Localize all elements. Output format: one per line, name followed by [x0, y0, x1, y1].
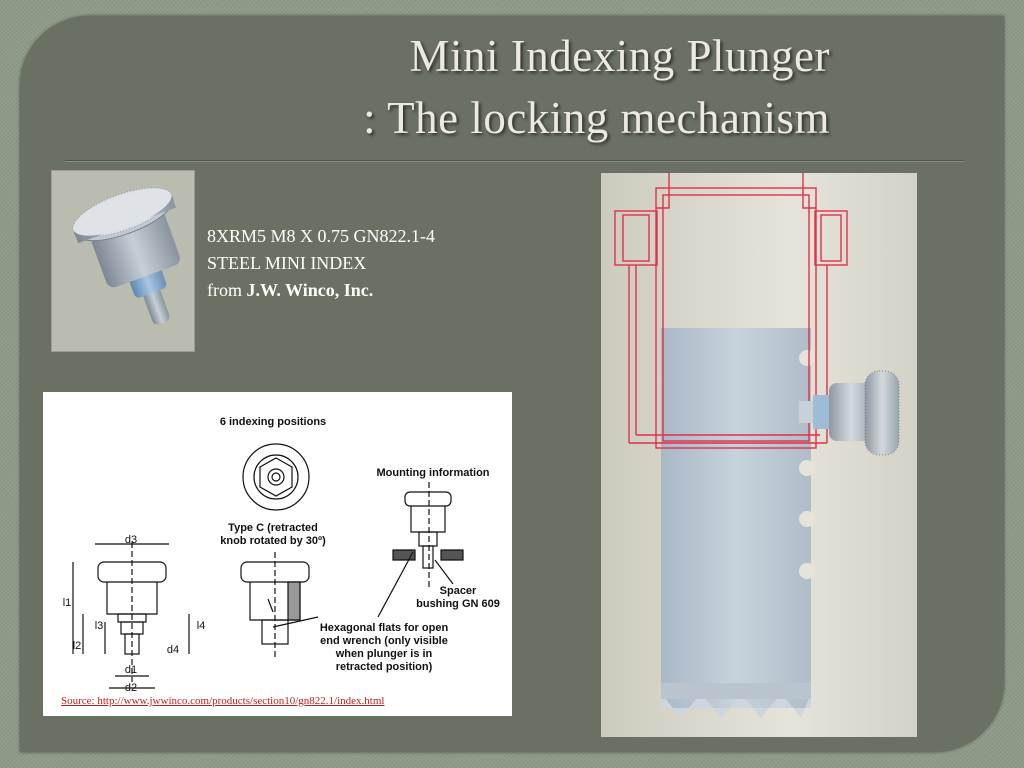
- mounting-info-label: Mounting information: [376, 467, 490, 479]
- technical-drawing: 6 indexing positions Type C (retracted k…: [43, 392, 512, 716]
- title-divider: [65, 160, 963, 162]
- plunger-render-icon: [72, 187, 180, 325]
- spacer-label: Spacer bushing GN 609: [403, 585, 513, 611]
- slide-title-line1: Mini Indexing Plunger: [409, 31, 830, 81]
- dim-l2: l2: [72, 640, 82, 652]
- product-caption: 8XRM5 M8 X 0.75 GN822.1-4 STEEL MINI IND…: [207, 223, 435, 304]
- indexing-positions-label: 6 indexing positions: [219, 416, 327, 428]
- drawing-lines: [72, 443, 464, 689]
- locking-assembly-render: [614, 173, 900, 718]
- source-link[interactable]: Source: http://www.jwwinco.com/products/…: [61, 695, 385, 707]
- plunger-render-image: [51, 170, 195, 352]
- hex-line3: when plunger is in: [335, 648, 433, 660]
- hex-flats-label: Hexagonal flats for open end wrench (onl…: [309, 622, 459, 674]
- product-line1: 8XRM5 M8 X 0.75 GN822.1-4: [207, 226, 436, 246]
- dim-l3: l3: [94, 620, 104, 632]
- product-vendor-line: from J.W. Winco, Inc.: [207, 277, 435, 304]
- spacer-line1: Spacer: [439, 585, 477, 597]
- dim-d4: d4: [166, 644, 180, 656]
- hex-line4: retracted position): [335, 661, 433, 673]
- spacer-line2: bushing GN 609: [416, 598, 500, 610]
- locking-assembly-image: [601, 173, 917, 737]
- dim-d1: d1: [124, 664, 138, 676]
- slide-title-line2: : The locking mechanism: [363, 93, 830, 143]
- dim-d2: d2: [124, 682, 138, 694]
- from-label: from: [207, 280, 242, 300]
- product-line2: STEEL MINI INDEX: [207, 253, 367, 273]
- type-c-label: Type C (retracted knob rotated by 30º): [213, 522, 333, 548]
- dim-d3: d3: [124, 534, 138, 546]
- hex-line1: Hexagonal flats for open: [319, 622, 449, 634]
- dim-l4: l4: [196, 620, 206, 632]
- type-c-line2: knob rotated by 30º): [220, 535, 326, 547]
- type-c-line1: Type C (retracted: [228, 522, 318, 534]
- hex-line2: end wrench (only visible: [320, 635, 448, 647]
- vendor-name: J.W. Winco, Inc.: [246, 280, 374, 300]
- dim-l1: l1: [62, 597, 72, 609]
